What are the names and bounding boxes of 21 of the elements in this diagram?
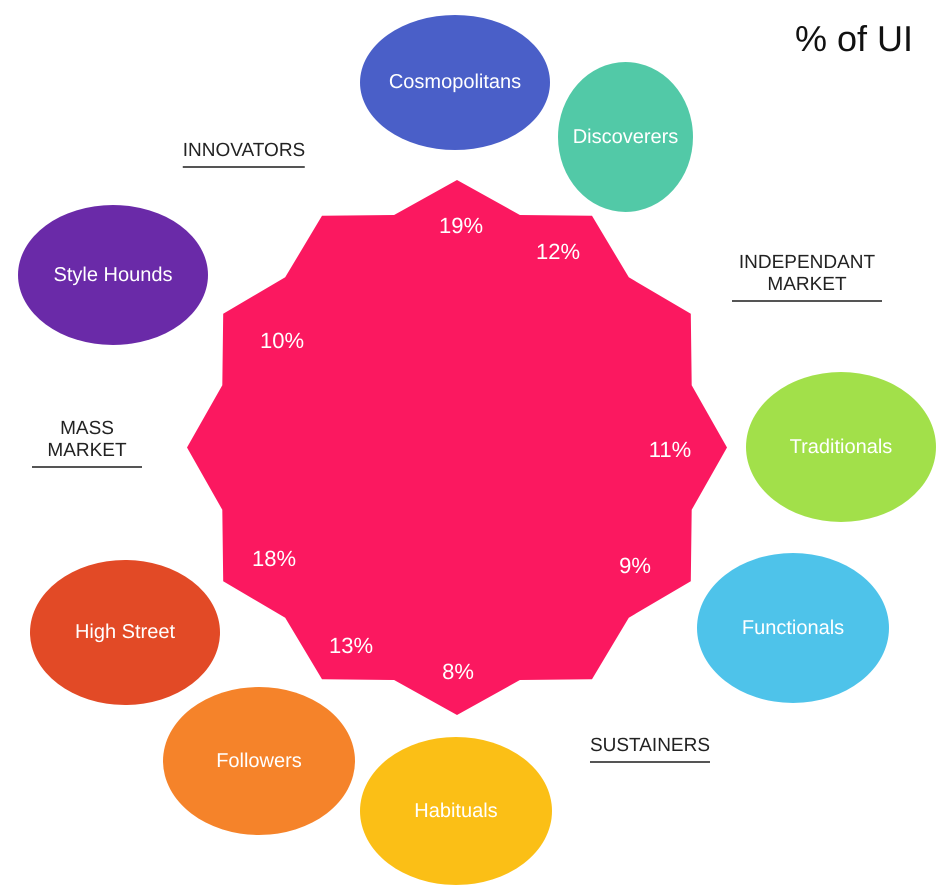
segment-ellipse: Functionals [697, 553, 889, 703]
segment-ellipse: High Street [30, 560, 220, 705]
chart-title: % of UI [795, 18, 914, 60]
percentage-label: 12% [536, 239, 580, 265]
segment-ellipse: Cosmopolitans [360, 15, 550, 150]
group-heading: MASS MARKET [32, 418, 142, 468]
segment-ellipse: Followers [163, 687, 355, 835]
percentage-label: 8% [442, 659, 474, 685]
group-heading: SUSTAINERS [590, 735, 710, 763]
percentage-label: 13% [328, 633, 374, 659]
segment-ellipse: Habituals [360, 737, 552, 885]
segment-ellipse: Traditionals [746, 372, 936, 522]
percentage-label: 10% [260, 328, 304, 354]
percentage-label: 9% [619, 553, 651, 579]
segment-ellipse: Discoverers [558, 62, 693, 212]
group-heading: INDEPENDANT MARKET [732, 252, 882, 302]
group-heading: INNOVATORS [182, 140, 306, 168]
percentage-label: 11% [648, 437, 692, 463]
percentage-label: 18% [252, 546, 296, 572]
percentage-label: 19% [438, 213, 484, 239]
segment-ellipse: Style Hounds [18, 205, 208, 345]
